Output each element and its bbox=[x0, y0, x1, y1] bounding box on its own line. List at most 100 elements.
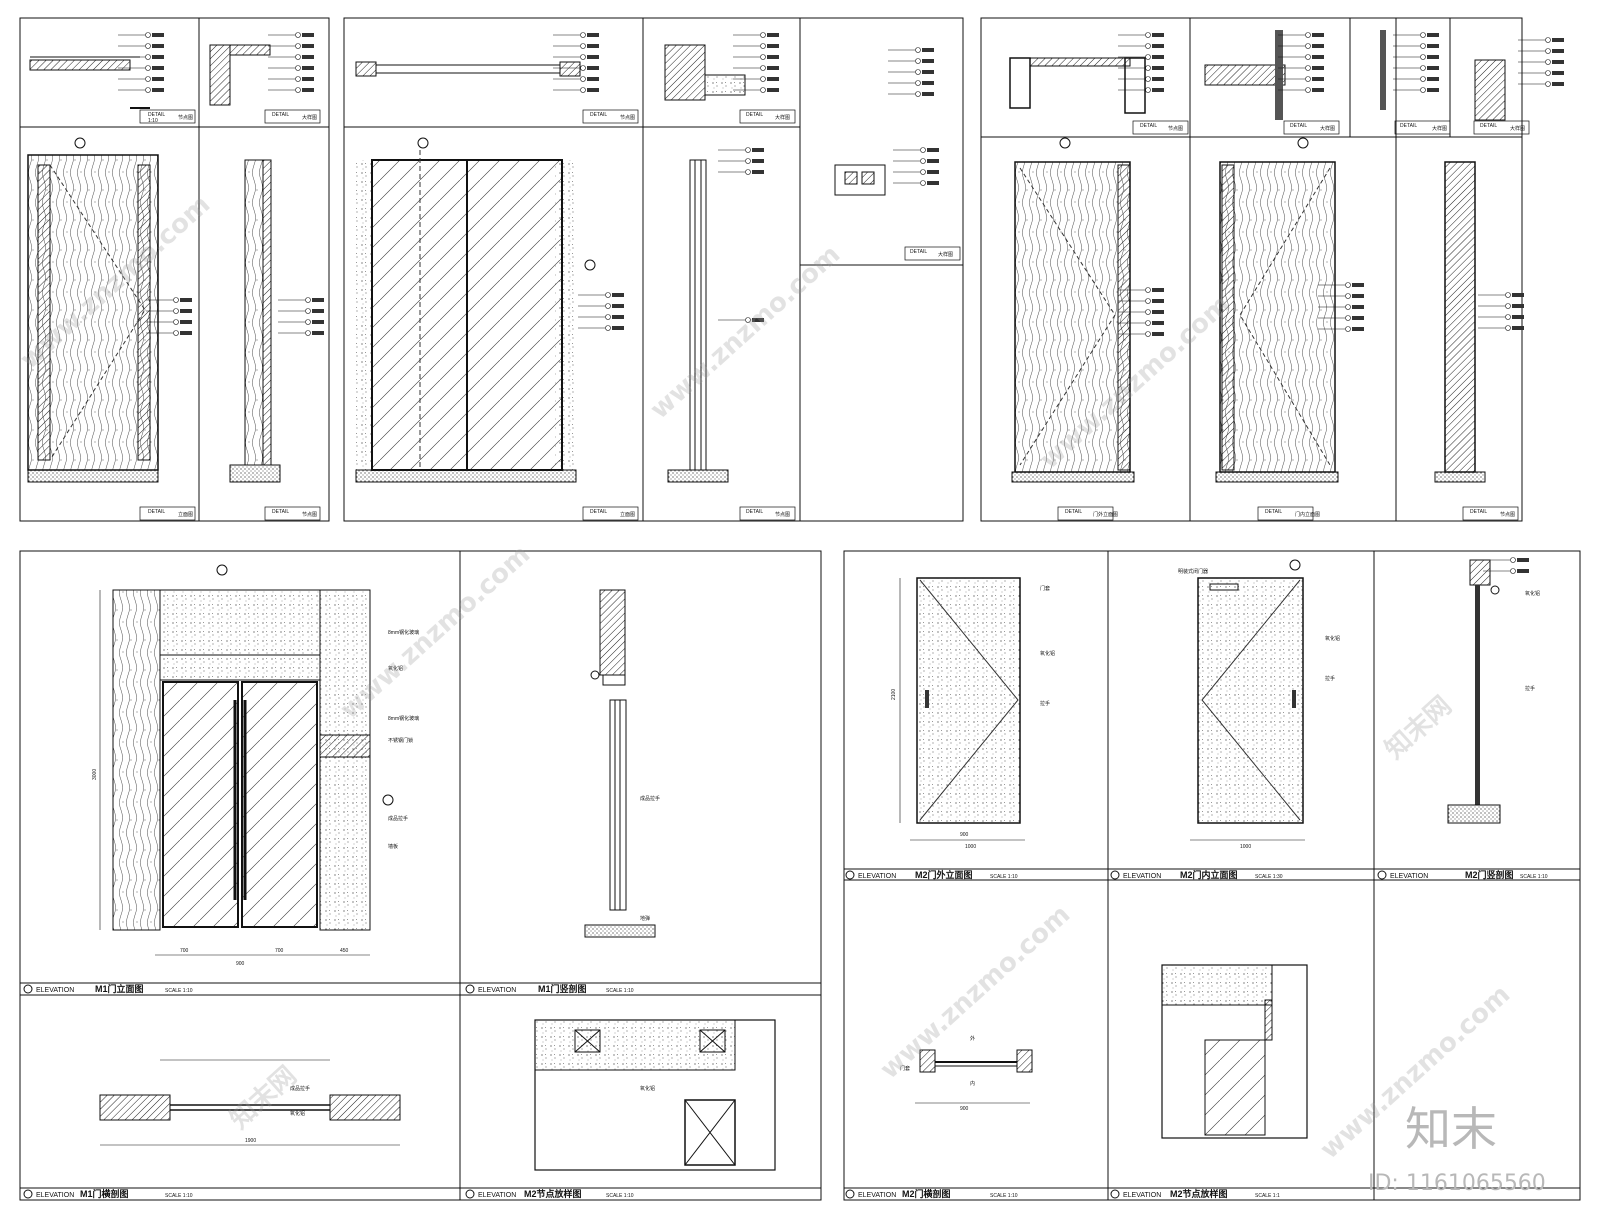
svg-text:大样图: 大样图 bbox=[775, 114, 790, 121]
svg-text:DETAIL: DETAIL bbox=[272, 509, 289, 515]
note-frame: 门套 bbox=[1040, 585, 1050, 592]
m1-hsection-drawing bbox=[99, 1059, 401, 1146]
note-hinge: 地弹 bbox=[640, 915, 650, 922]
m2-in-prefix: ELEVATION bbox=[1123, 873, 1161, 880]
note-lock: 不锈钢门锁 bbox=[388, 737, 413, 744]
dim-700: 700 bbox=[180, 948, 189, 954]
m1-elev-title-text: M1门立面图 bbox=[95, 983, 144, 994]
svg-text:DETAIL: DETAIL bbox=[1290, 123, 1307, 129]
note-oxide-2: 氧化铝 bbox=[290, 1110, 305, 1117]
m1-hsec-scale: SCALE 1:10 bbox=[165, 1193, 193, 1199]
svg-text:大样图: 大样图 bbox=[1510, 125, 1525, 132]
m2-node2-drawing bbox=[1161, 964, 1308, 1139]
m2-in-title-text: M2门内立面图 bbox=[1180, 869, 1238, 880]
svg-text:DETAIL: DETAIL bbox=[746, 509, 763, 515]
m1-hsec-title-text: M1门横剖图 bbox=[80, 1188, 129, 1199]
m1-hsec-prefix: ELEVATION bbox=[36, 1192, 74, 1199]
bottom-right-sheet bbox=[843, 550, 1581, 1201]
note-inside: 内 bbox=[970, 1080, 975, 1087]
dim-1900: 1900 bbox=[245, 1138, 256, 1144]
dim-900b: 900 bbox=[960, 832, 969, 838]
m1-elev-title: ELEVATION M1门立面图 SCALE 1:10 bbox=[23, 983, 193, 994]
m2-in-scale: SCALE 1:30 bbox=[1255, 874, 1283, 880]
m2-node2-scale: SCALE 1:1 bbox=[1255, 1193, 1280, 1199]
svg-text:节点图: 节点图 bbox=[302, 512, 317, 518]
m1-vsec-title-text: M1门竖剖图 bbox=[538, 983, 587, 994]
m1-vsec-scale: SCALE 1:10 bbox=[606, 988, 634, 994]
svg-text:DETAIL: DETAIL bbox=[1265, 509, 1282, 515]
m2-in-drawing bbox=[1190, 559, 1305, 841]
brand-logo: 知末 bbox=[1405, 1102, 1497, 1156]
note-oxide-3: 氧化铝 bbox=[640, 1085, 655, 1092]
note-handle-2: 成品拉手 bbox=[640, 795, 660, 802]
tr-top-details bbox=[1009, 30, 1506, 121]
note-oxide-5: 氧化铝 bbox=[1325, 635, 1340, 642]
svg-text:DETAIL: DETAIL bbox=[590, 509, 607, 515]
svg-text:门内立面图: 门内立面图 bbox=[1295, 511, 1320, 518]
svg-text:节点图: 节点图 bbox=[620, 115, 635, 121]
note-oxide: 氧化铝 bbox=[388, 665, 403, 672]
svg-text:节点图: 节点图 bbox=[178, 115, 193, 121]
m1-elev-prefix: ELEVATION bbox=[36, 987, 74, 994]
svg-text:DETAIL: DETAIL bbox=[746, 112, 763, 118]
m2-node-title: ELEVATION M2节点放样图 SCALE 1:10 bbox=[465, 1188, 634, 1199]
note-glass: 8mm钢化玻璃 bbox=[388, 629, 419, 636]
leader-lines bbox=[118, 32, 1564, 574]
m2-vsection-drawing bbox=[1447, 559, 1501, 824]
m2-hsec-title: ELEVATION M2门横剖图 SCALE 1:10 bbox=[845, 1188, 1018, 1199]
m2-out-scale: SCALE 1:10 bbox=[990, 874, 1018, 880]
m2-vsec-scale: SCALE 1:10 bbox=[1520, 874, 1548, 880]
svg-text:大样图: 大样图 bbox=[302, 114, 317, 121]
m2-hsec-title-text: M2门横剖图 bbox=[902, 1188, 951, 1199]
note-oxide-4: 氧化铝 bbox=[1040, 650, 1055, 657]
note-glass-2: 8mm钢化玻璃 bbox=[388, 715, 419, 722]
tr-door-in bbox=[1215, 137, 1339, 483]
m2-in-title: ELEVATION M2门内立面图 SCALE 1:30 bbox=[1110, 869, 1283, 880]
svg-text:大样图: 大样图 bbox=[1432, 125, 1447, 132]
note-oxide-6: 氧化铝 bbox=[1525, 590, 1540, 597]
svg-text:DETAIL: DETAIL bbox=[1470, 509, 1487, 515]
svg-text:知末网: 知末网 bbox=[225, 1061, 303, 1135]
svg-text:DETAIL: DETAIL bbox=[1480, 123, 1497, 129]
svg-text:DETAIL: DETAIL bbox=[1065, 509, 1082, 515]
top-left-sheet bbox=[19, 17, 330, 522]
svg-text:节点图: 节点图 bbox=[1500, 512, 1515, 518]
svg-text:DETAIL: DETAIL bbox=[910, 249, 927, 255]
m2-out-drawing bbox=[899, 577, 1025, 841]
svg-text:门外立面图: 门外立面图 bbox=[1093, 511, 1118, 518]
m2-node-drawing bbox=[534, 1019, 776, 1171]
m2-hsec-scale: SCALE 1:10 bbox=[990, 1193, 1018, 1199]
m1-vsec-prefix: ELEVATION bbox=[478, 987, 516, 994]
dim-1000: 1000 bbox=[965, 844, 976, 850]
m1-hsec-title: ELEVATION M1门横剖图 SCALE 1:10 bbox=[23, 1188, 193, 1199]
note-frame-2: 门套 bbox=[900, 1065, 910, 1072]
m2-node2-title: ELEVATION M2节点放样图 SCALE 1:1 bbox=[1110, 1188, 1280, 1199]
svg-text:www.znzmo.com: www.znzmo.com bbox=[645, 239, 847, 425]
m2-node-prefix: ELEVATION bbox=[478, 1192, 516, 1199]
svg-text:www.znzmo.com: www.znzmo.com bbox=[875, 899, 1077, 1085]
tm-plan-section bbox=[355, 44, 746, 101]
note-pull-2: 拉手 bbox=[1325, 675, 1335, 682]
top-right-sheet bbox=[980, 17, 1523, 522]
m1-elev-scale: SCALE 1:10 bbox=[165, 988, 193, 994]
m2-hsection-drawing bbox=[915, 1049, 1033, 1104]
dim-900: 900 bbox=[236, 961, 245, 967]
svg-text:大样图: 大样图 bbox=[938, 251, 953, 258]
top-title-blocks bbox=[139, 109, 1530, 521]
note-pull-3: 拉手 bbox=[1525, 685, 1535, 692]
note-outside: 外 bbox=[970, 1035, 975, 1042]
tl-door-elevation bbox=[27, 137, 159, 483]
top-title-texts: DETAIL 1:10 节点图 DETAIL 大样图 DETAIL 立面图 DE… bbox=[148, 112, 1525, 518]
tm-double-door bbox=[355, 137, 596, 483]
dim-1000b: 1000 bbox=[1240, 844, 1251, 850]
m1-elevation-drawing bbox=[99, 564, 394, 956]
note-handle-3: 成品拉手 bbox=[290, 1085, 310, 1092]
svg-text:DETAIL: DETAIL bbox=[148, 112, 165, 118]
m2-out-title: ELEVATION M2门外立面图 SCALE 1:10 bbox=[845, 869, 1018, 880]
tr-door-section bbox=[1434, 161, 1486, 483]
tr-door-out bbox=[1011, 137, 1135, 483]
svg-text:立面图: 立面图 bbox=[620, 511, 635, 518]
top-middle-sheet bbox=[343, 17, 964, 522]
m1-vsection-drawing bbox=[584, 589, 656, 938]
